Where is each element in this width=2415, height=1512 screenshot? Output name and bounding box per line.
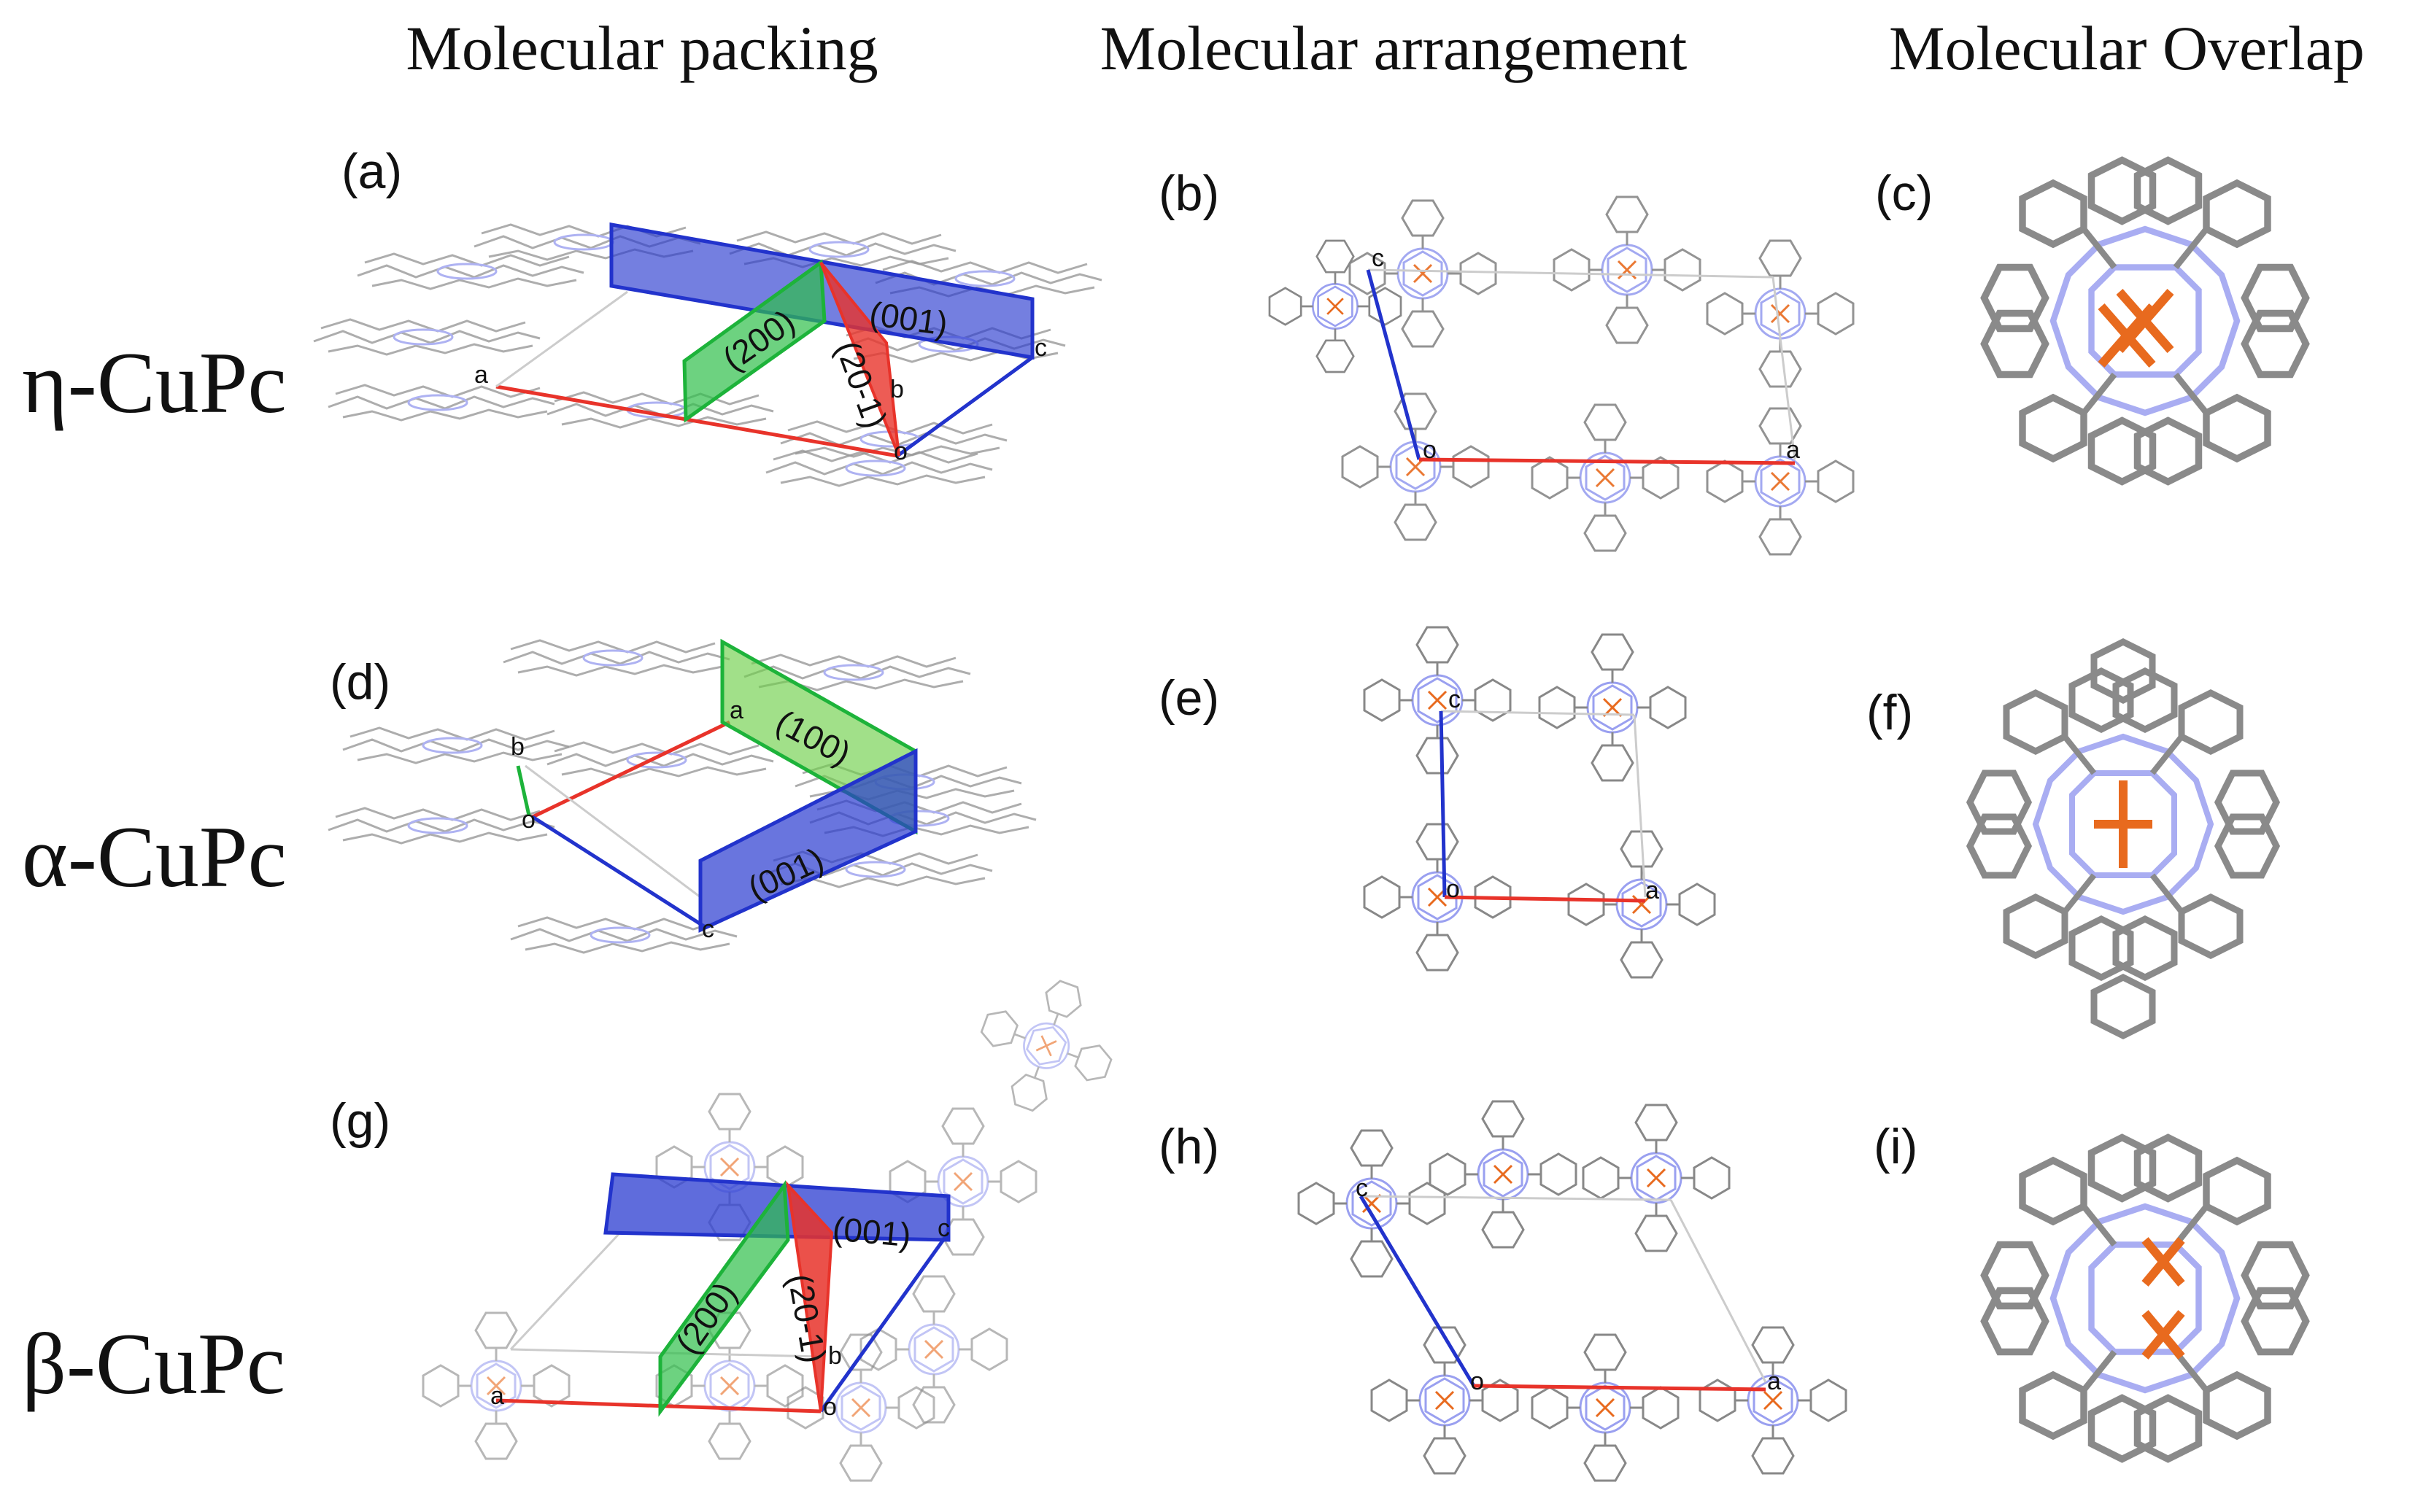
panel-label-e: (e) xyxy=(1159,670,1219,726)
panel-e-arrangement: c o a xyxy=(1363,626,1716,979)
axis-label-c-beta: c xyxy=(938,1214,950,1242)
axis-label-a-h: a xyxy=(1767,1368,1781,1395)
column-title-arrangement: Molecular arrangement xyxy=(1100,13,1688,83)
axis-label-c-eta: c xyxy=(1035,334,1047,362)
axis-label-b-alpha: b xyxy=(511,733,525,761)
panel-c-overlap xyxy=(1985,160,2306,482)
panel-f-overlap xyxy=(1970,637,2276,1040)
axis-label-o-alpha: o xyxy=(522,806,536,834)
panel-h-arrangement: c o a xyxy=(1297,1100,1847,1482)
axis-label-o-eta: o xyxy=(894,438,908,465)
column-title-packing: Molecular packing xyxy=(406,13,878,83)
panel-label-f: (f) xyxy=(1866,685,1913,740)
panel-d-packing: (100) (001) b o a c xyxy=(327,638,1038,954)
panel-g-packing: (001) (200) (20-1) a b c o xyxy=(422,961,1132,1482)
plane-20-1-beta xyxy=(786,1180,834,1412)
row-label-eta: η-CuPc xyxy=(22,334,287,431)
plane-20-1-eta xyxy=(819,261,900,457)
row-label-alpha: α-CuPc xyxy=(22,808,287,905)
panel-i-overlap xyxy=(1985,1138,2306,1459)
panel-label-b: (b) xyxy=(1159,166,1219,221)
axis-label-o-b: o xyxy=(1423,436,1437,464)
panel-a-packing: (001) (200) (20-1) a b c o xyxy=(312,222,1103,487)
axis-label-b-beta: b xyxy=(828,1342,842,1370)
panel-label-h: (h) xyxy=(1159,1119,1219,1174)
panel-label-i: (i) xyxy=(1874,1119,1917,1174)
axis-label-b-eta: b xyxy=(890,376,904,403)
axis-label-c-b: c xyxy=(1372,244,1384,272)
panel-label-d: (d) xyxy=(330,654,390,710)
panel-label-a: (a) xyxy=(341,144,402,199)
axis-label-a-e: a xyxy=(1645,877,1659,904)
axis-label-a-eta: a xyxy=(474,361,488,389)
plane-200-beta xyxy=(658,1179,790,1417)
axis-label-c-alpha: c xyxy=(702,915,714,943)
axis-label-c-e: c xyxy=(1448,686,1461,713)
axis-label-a-b: a xyxy=(1786,436,1800,464)
panel-b-arrangement: c o a xyxy=(1268,195,1855,556)
plane-001-alpha xyxy=(698,748,918,933)
row-label-beta: β-CuPc xyxy=(22,1315,285,1412)
axis-label-o-beta: o xyxy=(823,1393,837,1421)
axis-label-o-h: o xyxy=(1470,1368,1484,1395)
axis-label-a-alpha: a xyxy=(730,697,743,724)
plane-200-eta xyxy=(682,259,827,423)
axis-label-a-beta: a xyxy=(490,1382,504,1410)
panel-label-c: (c) xyxy=(1875,166,1933,221)
axis-label-c-h: c xyxy=(1356,1174,1368,1202)
plane-label-001-beta: (001) xyxy=(831,1209,913,1254)
panel-label-g: (g) xyxy=(330,1093,390,1149)
axis-label-o-e: o xyxy=(1446,875,1460,903)
column-title-overlap: Molecular Overlap xyxy=(1889,13,2365,83)
